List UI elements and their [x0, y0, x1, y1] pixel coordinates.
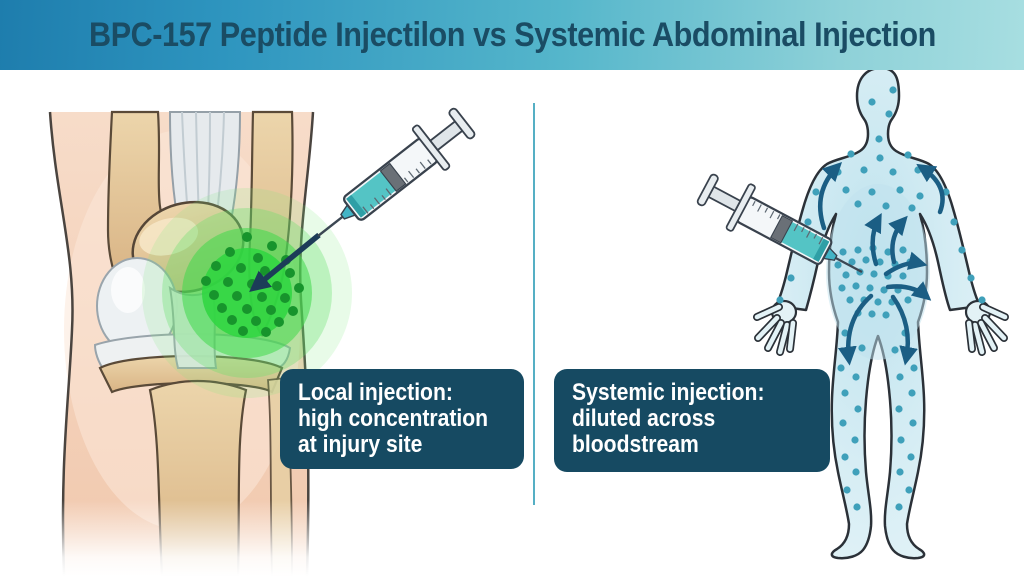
peptide-dots-systemic [776, 86, 986, 511]
local-concentration-glow [142, 188, 352, 398]
caption-line: high concentration [298, 405, 489, 432]
injection-arrow [249, 232, 321, 292]
caption-line: Local injection: [298, 379, 453, 406]
caption-line: Systemic injection: [572, 379, 765, 406]
header-banner: BPC-157 Peptide Injectilon vs Systemic A… [0, 0, 1024, 70]
caption-line: diluted across [572, 405, 716, 432]
caption-line: bloodstream [572, 431, 699, 458]
page-title: BPC-157 Peptide Injectilon vs Systemic A… [88, 15, 936, 54]
right-hand [964, 299, 1009, 356]
body-illustration [691, 66, 1009, 560]
caption-local-injection: Local injection: high concentration at i… [280, 369, 524, 469]
caption-systemic-injection: Systemic injection: diluted across blood… [554, 369, 830, 472]
caption-line: at injury site [298, 431, 423, 458]
bloodstream-flow-arrows [817, 161, 945, 366]
left-hand [753, 299, 798, 356]
knee-illustration [0, 98, 512, 576]
